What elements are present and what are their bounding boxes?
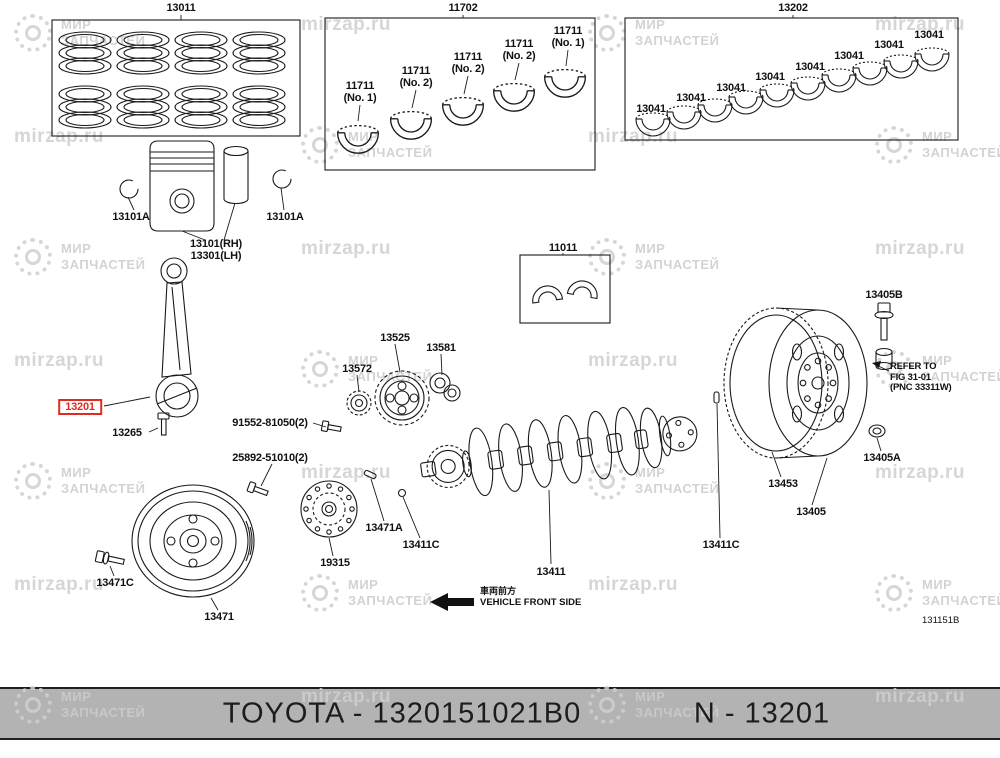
footer-bar <box>0 687 1000 740</box>
rod-bolt <box>157 412 170 436</box>
leader-lines <box>103 15 890 611</box>
timing-gear-small <box>429 372 461 402</box>
crankshaft-pin-right <box>713 391 720 404</box>
piston <box>149 140 215 232</box>
flywheel-washer <box>868 424 886 438</box>
thrust-washer-box <box>519 254 611 324</box>
bearing-cap-bolt <box>320 420 342 433</box>
sensor-rotor <box>346 390 372 416</box>
footer-part-number: TOYOTA - 1320151021B0 <box>222 697 582 729</box>
footer-text: TOYOTA - 1320151021B0 N - 13201 <box>0 687 1000 740</box>
vehicle-front-en: VEHICLE FRONT SIDE <box>480 596 582 608</box>
crankshaft-pin-left <box>397 488 407 498</box>
vehicle-front-note: 車両前方 VEHICLE FRONT SIDE <box>480 586 581 608</box>
rod-bearing-box <box>624 17 959 141</box>
plate-bolt <box>246 481 269 497</box>
crankshaft-key <box>363 469 377 480</box>
snap-rings <box>119 169 292 199</box>
crank-timing-sprocket <box>374 370 430 426</box>
pulley-bolt <box>94 550 125 565</box>
crankshaft <box>420 406 698 497</box>
connecting-rod <box>155 257 199 418</box>
flywheel-bolt <box>874 302 894 341</box>
vehicle-front-arrow <box>430 593 474 611</box>
piston-pin <box>223 145 249 205</box>
crankshaft-pulley <box>131 484 255 598</box>
parts-diagram <box>51 15 959 611</box>
timing-plate <box>300 480 358 538</box>
flywheel <box>723 307 868 459</box>
piston-ring-box <box>51 19 301 137</box>
main-bearing-box <box>324 17 596 171</box>
footer-pnc: N - 13201 <box>693 697 831 729</box>
vehicle-front-jp: 車両前方 <box>480 586 517 596</box>
